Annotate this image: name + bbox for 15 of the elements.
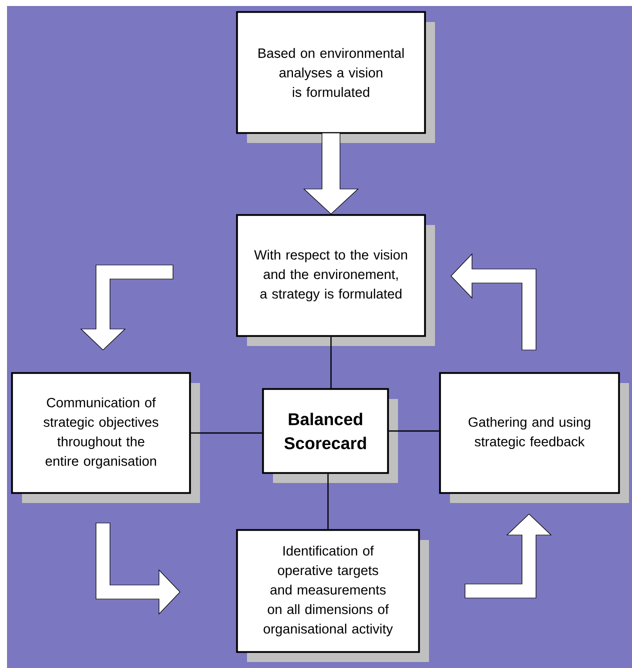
title-box: Balanced Scorecard [262, 388, 398, 483]
process-box: Gathering and using strategic feedback [439, 372, 629, 503]
process-box: Identification of operative targets and measurements on all dimensions of organisational activity [236, 529, 429, 662]
connector-line [327, 474, 329, 530]
block-arrow [96, 522, 180, 615]
process-box: Based on environmental analyses a vision is formulated [236, 11, 435, 143]
connector-line [330, 336, 332, 388]
connector-line [388, 430, 440, 432]
block-arrow [450, 253, 536, 350]
process-box: With respect to the vision and the environement, a strategy is formulated [236, 214, 435, 346]
block-arrow [303, 132, 359, 214]
block-arrow [80, 264, 174, 350]
connector-line [190, 432, 262, 434]
block-arrow [464, 514, 552, 598]
process-box: Communication of strategic objectives throughout the entire organisation [11, 372, 200, 503]
